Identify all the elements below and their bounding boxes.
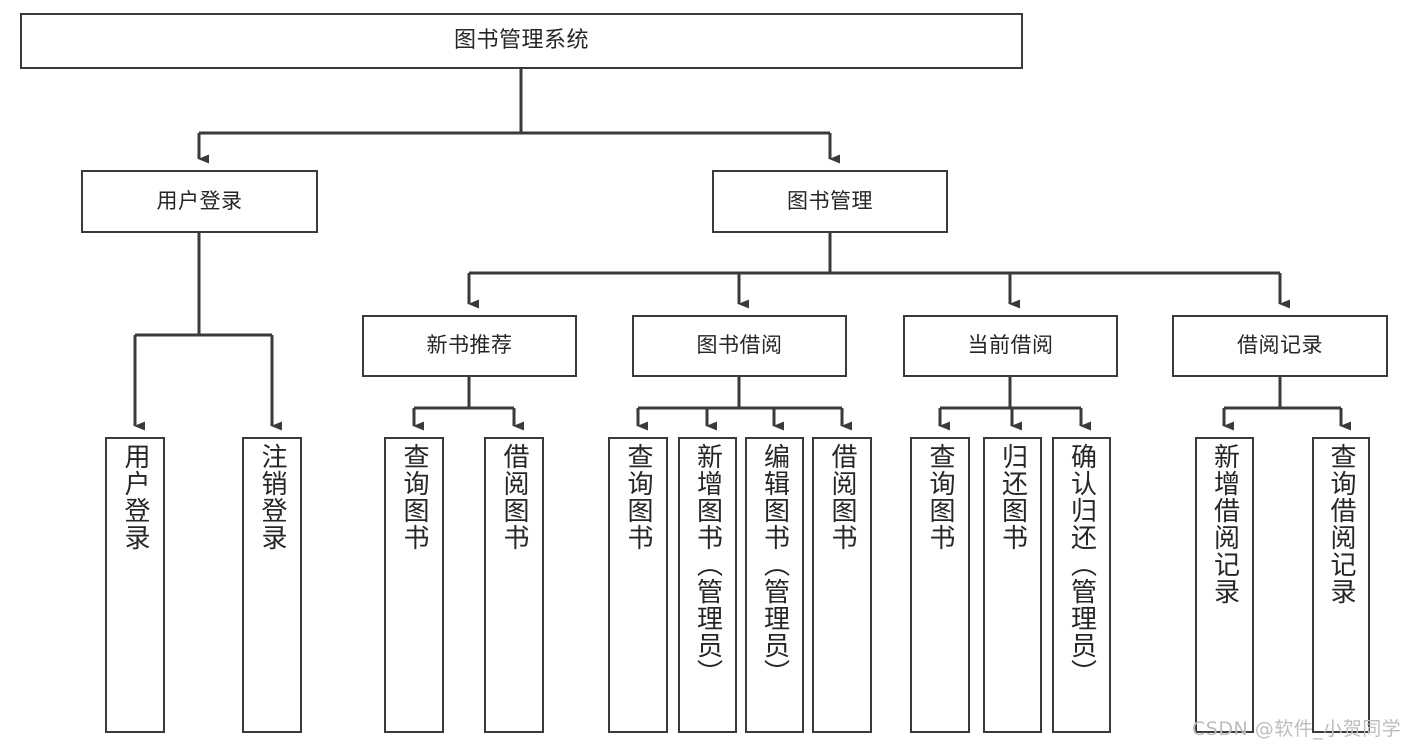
node-label-leaf-query-book-1: 查询图书 <box>399 443 429 551</box>
node-label-leaf-confirm-return: 确认归还（管理员） <box>1066 443 1097 686</box>
node-leaf-edit-book[interactable]: 编辑图书（管理员） <box>745 437 804 733</box>
node-label-borrow-record: 借阅记录 <box>1237 333 1323 358</box>
node-label-new-book-rec: 新书推荐 <box>426 333 513 358</box>
node-root[interactable]: 图书管理系统 <box>20 13 1023 69</box>
connector-lines <box>133 69 1351 431</box>
node-leaf-user-login[interactable]: 用户登录 <box>105 437 165 733</box>
node-label-book-manage: 图书管理 <box>787 188 873 213</box>
node-label-leaf-query-book-3: 查询图书 <box>925 443 955 551</box>
node-label-leaf-user-login: 用户登录 <box>120 443 150 551</box>
node-leaf-borrow-book-2[interactable]: 借阅图书 <box>812 437 872 733</box>
node-book-borrow[interactable]: 图书借阅 <box>632 315 847 377</box>
node-label-leaf-add-record: 新增借阅记录 <box>1209 443 1240 605</box>
node-leaf-add-book[interactable]: 新增图书（管理员） <box>678 437 737 733</box>
node-leaf-confirm-return[interactable]: 确认归还（管理员） <box>1052 437 1111 733</box>
node-label-leaf-add-book: 新增图书（管理员） <box>692 443 723 686</box>
node-borrow-record[interactable]: 借阅记录 <box>1172 315 1388 377</box>
node-leaf-return-book[interactable]: 归还图书 <box>983 437 1042 733</box>
node-new-book-rec[interactable]: 新书推荐 <box>362 315 577 377</box>
node-leaf-borrow-book-1[interactable]: 借阅图书 <box>484 437 544 733</box>
node-label-leaf-borrow-book-1: 借阅图书 <box>499 443 529 551</box>
node-leaf-logout[interactable]: 注销登录 <box>242 437 302 733</box>
node-label-leaf-query-record: 查询借阅记录 <box>1326 443 1356 605</box>
node-current-borrow[interactable]: 当前借阅 <box>903 315 1118 377</box>
node-label-root: 图书管理系统 <box>453 27 589 53</box>
node-label-book-borrow: 图书借阅 <box>696 333 783 358</box>
node-leaf-query-book-3[interactable]: 查询图书 <box>910 437 970 733</box>
node-label-leaf-logout: 注销登录 <box>257 443 287 551</box>
node-leaf-query-book-2[interactable]: 查询图书 <box>608 437 668 733</box>
node-label-current-borrow: 当前借阅 <box>967 333 1054 358</box>
node-label-leaf-query-book-2: 查询图书 <box>623 443 653 551</box>
node-label-leaf-return-book: 归还图书 <box>997 443 1028 551</box>
node-leaf-add-record[interactable]: 新增借阅记录 <box>1195 437 1254 733</box>
node-label-leaf-edit-book: 编辑图书（管理员） <box>759 443 790 686</box>
node-leaf-query-record[interactable]: 查询借阅记录 <box>1312 437 1370 733</box>
node-label-user-login: 用户登录 <box>156 188 243 213</box>
node-book-manage[interactable]: 图书管理 <box>712 170 948 233</box>
node-label-leaf-borrow-book-2: 借阅图书 <box>827 443 857 551</box>
node-user-login[interactable]: 用户登录 <box>81 170 318 233</box>
node-leaf-query-book-1[interactable]: 查询图书 <box>384 437 444 733</box>
